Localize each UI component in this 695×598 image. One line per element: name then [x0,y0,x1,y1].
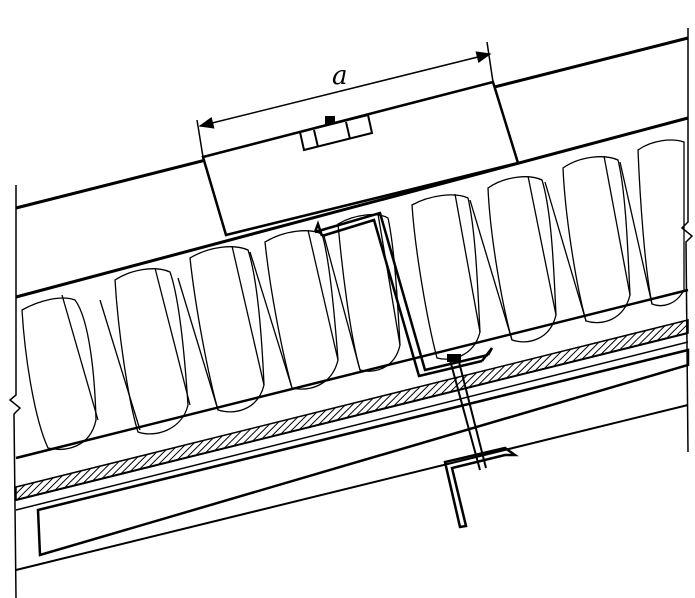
insulation-bottom-line [15,288,689,460]
deck-line-1 [15,332,689,501]
insulation-top-line [15,116,689,299]
z-bracket [313,211,494,378]
bottom-panel [36,348,690,557]
hatched-membrane [15,319,689,501]
fastener-screw [447,354,487,471]
deck-line-2 [15,341,689,511]
right-break-line [680,28,694,453]
dimension-a [196,41,494,158]
lower-hook-bracket [443,446,519,529]
bottom-line [15,404,689,571]
dimension-label: a [332,61,348,91]
left-break-line [8,185,22,598]
insulation-batt [21,139,685,450]
